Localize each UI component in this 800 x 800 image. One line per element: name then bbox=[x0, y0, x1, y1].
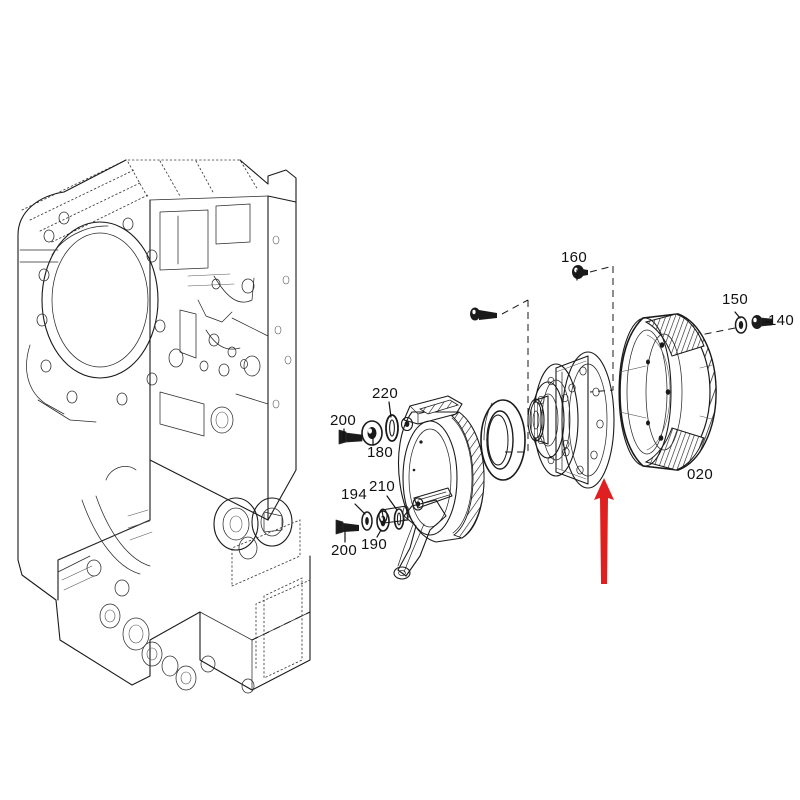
housing-bottom-flange-cluster bbox=[86, 559, 197, 691]
assembly-bolt-unlabeled bbox=[470, 307, 497, 321]
part-150-washer bbox=[734, 316, 748, 334]
assembly-line-bolt bbox=[501, 299, 529, 315]
assembly-line-160-path bbox=[589, 266, 614, 393]
callout-200-lower: 200 bbox=[331, 542, 357, 559]
wheel-hub bbox=[527, 351, 615, 489]
part-220-retaining-ring bbox=[385, 414, 399, 442]
callout-220: 220 bbox=[372, 385, 398, 402]
part-194-spacer-ring bbox=[361, 511, 373, 531]
hub-outer-bolt-holes bbox=[562, 366, 604, 475]
callout-020: 020 bbox=[687, 466, 713, 483]
assembly-line-160 bbox=[589, 265, 614, 273]
callout-210: 210 bbox=[369, 478, 395, 495]
part-200-lower-hex-bolt bbox=[335, 519, 359, 535]
callout-150: 150 bbox=[722, 291, 748, 308]
assembly-line-bolt-path bbox=[500, 300, 529, 453]
leader-lines bbox=[343, 269, 773, 543]
callout-labels: 020 140 150 160 180 190 194 200 200 210 … bbox=[330, 249, 794, 559]
seal-ring bbox=[480, 399, 526, 481]
transmission-housing bbox=[17, 159, 311, 694]
part-210-o-ring bbox=[393, 508, 405, 530]
callout-140: 140 bbox=[768, 312, 794, 329]
callout-180: 180 bbox=[367, 444, 393, 461]
brake-drum bbox=[618, 313, 717, 471]
callout-160: 160 bbox=[561, 249, 587, 266]
brake-band-assembly bbox=[378, 395, 485, 580]
part-180-washer bbox=[361, 420, 383, 446]
drum-bolt-holes bbox=[646, 342, 671, 441]
housing-bearing-covers bbox=[213, 497, 293, 560]
callout-200-upper: 200 bbox=[330, 412, 356, 429]
callout-190: 190 bbox=[361, 536, 387, 553]
callout-194: 194 bbox=[341, 486, 367, 503]
part-190-washer bbox=[376, 510, 390, 532]
red-arrow bbox=[594, 478, 614, 584]
assembly-line-140-150 bbox=[699, 327, 736, 336]
